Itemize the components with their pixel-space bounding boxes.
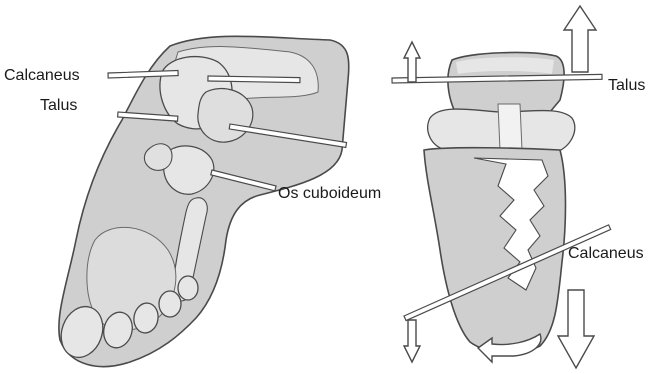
label-right-calcaneus: Calcaneus [568,245,644,262]
label-right-talus: Talus [608,77,645,94]
pin-talus [208,76,300,83]
down-arrow-large-icon [558,290,594,368]
talus-bone [198,89,253,143]
label-left-calcaneus: Calcaneus [4,67,80,84]
up-arrow-large-icon [564,6,596,72]
down-arrow-small-icon [404,320,420,362]
label-os-cuboideum: Os cuboideum [278,185,381,202]
interosseous-ligament [498,104,522,150]
pin-right-talus [392,74,602,83]
fifth-toe [178,276,198,300]
up-arrow-small-icon [404,42,420,82]
fourth-toe [159,291,181,317]
label-left-talus: Talus [40,97,77,114]
